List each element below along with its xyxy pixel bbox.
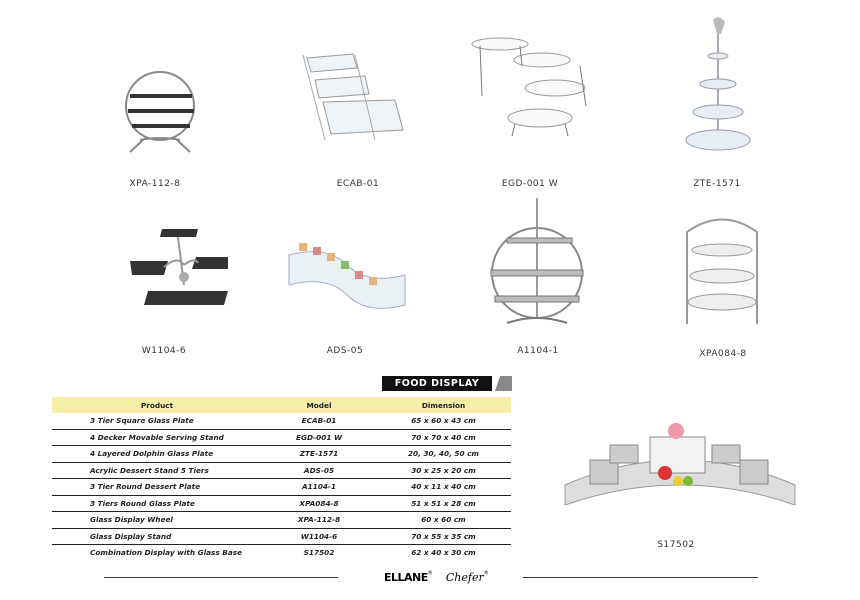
dimension-cell: 30 x 25 x 20 cm (376, 462, 511, 479)
product-name-cell: 3 Tier Round Dessert Plate (52, 478, 262, 496)
product-name-cell: 3 Tier Square Glass Plate (52, 413, 262, 430)
dimension-cell: 60 x 60 cm (376, 511, 511, 529)
product-image-zte-1571 (683, 14, 753, 164)
model-cell: ADS-05 (262, 462, 376, 479)
dimension-cell: 40 x 11 x 40 cm (376, 478, 511, 496)
footer-logos: ELLANE® Chefer® (384, 570, 489, 584)
table-row: Combination Display with Glass Base S1750… (52, 545, 511, 561)
product-caption: XPA084-8 (699, 349, 747, 359)
product-name-cell: Glass Display Stand (52, 528, 262, 545)
model-cell: W1104-6 (262, 528, 376, 545)
product-caption: ECAB-01 (336, 179, 380, 189)
model-cell: ZTE-1571 (262, 445, 376, 463)
dimension-cell: 51 x 51 x 28 cm (376, 495, 511, 512)
dimension-cell: 65 x 60 x 43 cm (376, 413, 511, 430)
dimension-cell: 70 x 55 x 35 cm (376, 528, 511, 545)
product-caption: EGD-001 W (501, 179, 559, 189)
footer-rule-left (104, 577, 338, 578)
product-name-cell: 4 Decker Movable Serving Stand (52, 429, 262, 446)
product-image-xpa-112-8 (120, 66, 200, 156)
section-title: FOOD DISPLAY (382, 376, 492, 391)
product-image-ecab-01 (295, 50, 415, 140)
product-name-cell: Acrylic Dessert Stand 5 Tiers (52, 462, 262, 479)
header-product: Product (52, 397, 262, 413)
model-cell: ECAB-01 (262, 413, 376, 430)
product-name-cell: Glass Display Wheel (52, 511, 262, 529)
chefer-logo: Chefer (445, 571, 484, 584)
model-cell: EGD-001 W (262, 429, 376, 446)
product-name-cell: 4 Layered Dolphin Glass Plate (52, 445, 262, 463)
product-caption: ADS-05 (326, 346, 364, 356)
header-model: Model (262, 397, 376, 413)
product-caption: W1104-6 (141, 346, 187, 356)
dimension-cell: 62 x 40 x 30 cm (411, 548, 476, 558)
model-cell: A1104-1 (262, 478, 376, 496)
product-image-w1104-6 (128, 225, 228, 315)
table-header-row: Product Model Dimension (52, 397, 511, 413)
section-banner: FOOD DISPLAY (382, 376, 512, 391)
product-name-cell: Combination Display with Glass Base (90, 548, 243, 558)
product-image-ads-05 (287, 235, 407, 315)
product-image-a1104-1 (477, 198, 597, 328)
product-image-egd-001-w (470, 36, 600, 146)
model-cell: S17502 (303, 548, 335, 558)
model-cell: XPA084-8 (262, 495, 376, 512)
banner-accent (495, 376, 512, 391)
dimension-cell: 70 x 70 x 40 cm (376, 429, 511, 446)
product-caption: ZTE-1571 (693, 179, 741, 189)
product-image-xpa084-8 (677, 212, 767, 327)
product-caption: A1104-1 (517, 346, 559, 356)
product-caption: XPA-112-8 (129, 179, 181, 189)
product-caption: S17502 (657, 540, 695, 550)
header-dimension: Dimension (376, 397, 511, 413)
product-name-cell: 3 Tiers Round Glass Plate (52, 495, 262, 512)
product-image-s17502 (560, 415, 800, 525)
dimension-cell: 20, 30, 40, 50 cm (376, 445, 511, 463)
model-cell: XPA-112-8 (262, 511, 376, 529)
ellane-logo: ELLANE (384, 571, 428, 584)
footer-rule-right (523, 577, 758, 578)
product-table: Product Model Dimension 3 Tier Square Gl… (52, 397, 511, 561)
